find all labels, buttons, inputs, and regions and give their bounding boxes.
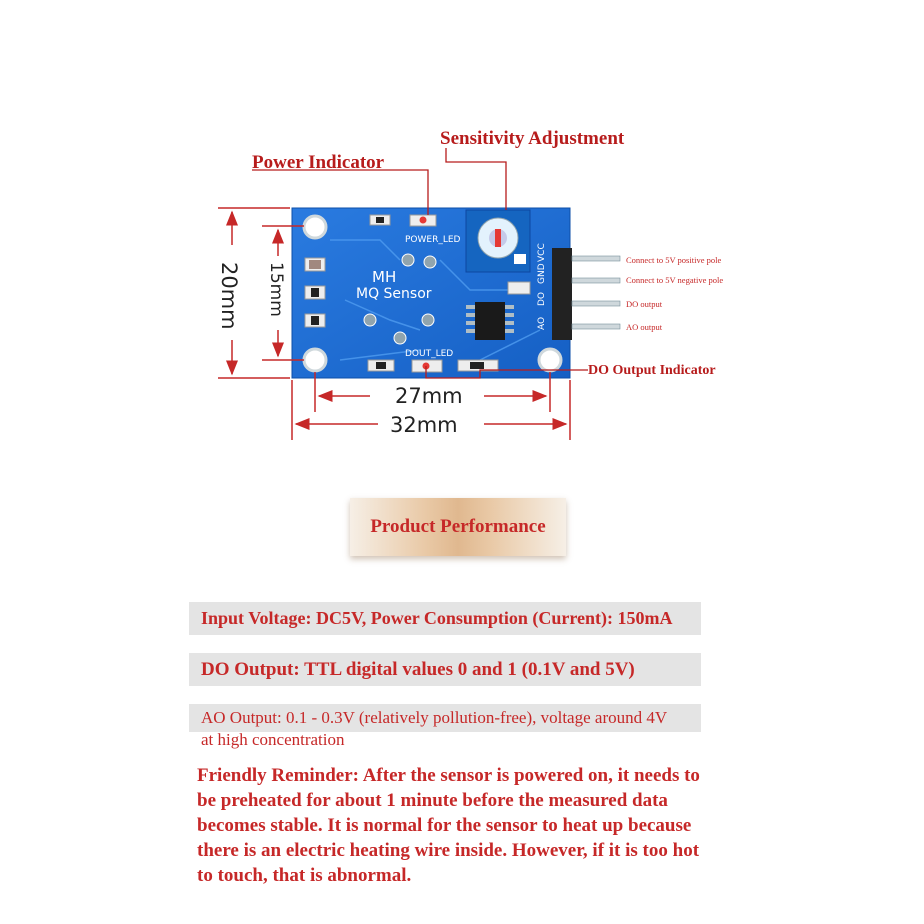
spec-ao-output: AO Output: 0.1 - 0.3V (relatively pollut…	[189, 704, 701, 732]
do-indicator-label: DO Output Indicator	[588, 363, 716, 378]
pin-label-vcc: VCC	[537, 243, 547, 262]
sensor-diagram: POWER_LED MH MQ Sensor	[217, 128, 723, 440]
mount-hole	[302, 214, 328, 240]
pin-label-ao: AO	[537, 317, 547, 330]
comparator-chip	[466, 302, 514, 340]
power-indicator-label: Power Indicator	[252, 152, 385, 173]
dim-27mm: 27mm	[395, 384, 463, 408]
power-led-label: POWER_LED	[405, 235, 461, 245]
product-performance-banner: Product Performance	[350, 498, 566, 556]
board-mh-label: MH	[372, 268, 396, 286]
spec-do-output: DO Output: TTL digital values 0 and 1 (0…	[189, 653, 701, 686]
pin-callout-ao: AO output	[626, 322, 663, 332]
dim-32mm: 32mm	[390, 413, 458, 437]
potentiometer	[465, 209, 531, 273]
pin-label-do: DO	[537, 292, 547, 306]
pcb-board: POWER_LED MH MQ Sensor	[291, 207, 571, 379]
pin-callout-do: DO output	[626, 299, 663, 309]
product-performance-title: Product Performance	[370, 516, 546, 537]
spec-ao-output-cont: at high concentration	[201, 730, 345, 749]
dim-15mm: 15mm	[266, 262, 286, 317]
mount-hole	[537, 347, 563, 373]
sensitivity-label: Sensitivity Adjustment	[440, 128, 625, 149]
header-pins	[552, 248, 621, 340]
dim-20mm: 20mm	[217, 262, 241, 330]
spec-input-voltage: Input Voltage: DC5V, Power Consumption (…	[189, 602, 701, 635]
mount-hole	[302, 347, 328, 373]
pin-callout-gnd: Connect to 5V negative pole	[626, 275, 723, 285]
pin-callout-vcc: Connect to 5V positive pole	[626, 255, 721, 265]
dout-led-label: DOUT_LED	[405, 349, 453, 359]
pin-label-gnd: GND	[537, 263, 547, 284]
board-mq-label: MQ Sensor	[356, 286, 432, 302]
friendly-reminder: Friendly Reminder: After the sensor is p…	[197, 765, 700, 886]
